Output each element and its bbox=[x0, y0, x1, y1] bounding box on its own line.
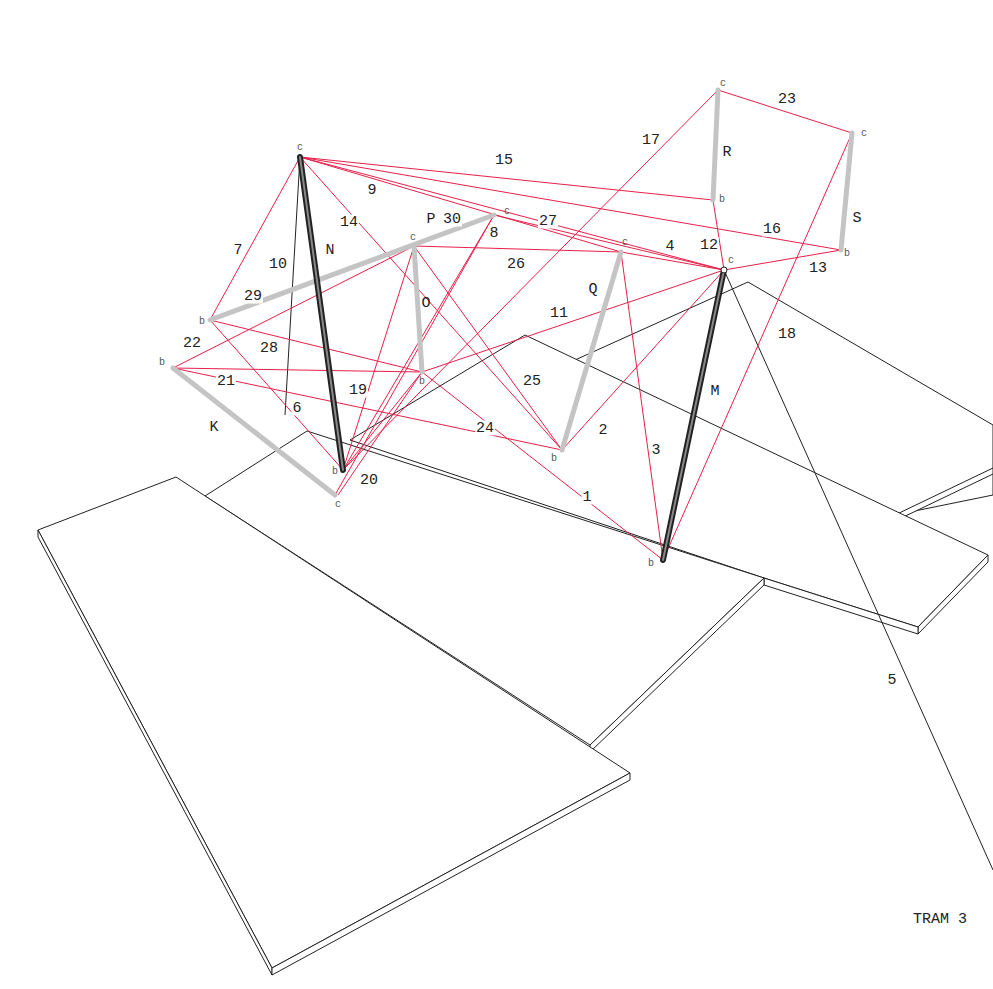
joint-letter: c bbox=[503, 207, 511, 217]
joint-letter: c bbox=[719, 79, 727, 89]
cable-number: 24 bbox=[475, 421, 495, 436]
cable-number: 16 bbox=[762, 222, 782, 237]
cable-number: 20 bbox=[359, 473, 379, 488]
cable-number: 1 bbox=[581, 490, 592, 505]
joint-letter: b bbox=[331, 467, 339, 477]
cable-number: 19 bbox=[348, 383, 368, 398]
strut-letter: K bbox=[208, 420, 219, 435]
strut-letter: P bbox=[425, 212, 436, 227]
strut-letter: N bbox=[324, 243, 335, 258]
cable-number: 10 bbox=[268, 257, 288, 272]
strut-letter: R bbox=[721, 145, 732, 160]
cable-number: 11 bbox=[549, 306, 569, 321]
cable-number: 30 bbox=[442, 212, 462, 227]
cable-number: 14 bbox=[339, 215, 359, 230]
joint-letter: b bbox=[418, 377, 426, 387]
cable-number: 23 bbox=[777, 92, 797, 107]
cable-number: 2 bbox=[597, 423, 608, 438]
cable-number: 21 bbox=[216, 374, 236, 389]
joint-letter: c bbox=[296, 143, 304, 153]
sheet-title: TRAM 3 bbox=[912, 912, 968, 927]
joint-letter: c bbox=[621, 238, 629, 248]
cable-number: 26 bbox=[506, 257, 526, 272]
cable-number: 7 bbox=[232, 243, 243, 258]
joint-letter: b bbox=[158, 358, 166, 368]
joint-letter: c bbox=[409, 233, 417, 243]
cable-number: 22 bbox=[182, 336, 202, 351]
joint-letter: b bbox=[843, 249, 851, 259]
cable-number: 17 bbox=[641, 133, 661, 148]
cable-number: 3 bbox=[650, 443, 661, 458]
joint-letter: b bbox=[718, 195, 726, 205]
cable-number: 13 bbox=[808, 261, 828, 276]
strut-letter: O bbox=[420, 296, 431, 311]
cable-number: 4 bbox=[664, 239, 675, 254]
cable-number: 25 bbox=[522, 374, 542, 389]
cable-number: 28 bbox=[259, 341, 279, 356]
cable-number: 18 bbox=[777, 327, 797, 342]
cable-number: 29 bbox=[243, 289, 263, 304]
cable-number: 27 bbox=[538, 214, 558, 229]
cable-number: 6 bbox=[291, 401, 302, 416]
strut-letter: Q bbox=[587, 282, 598, 297]
joint-letter: b bbox=[198, 317, 206, 327]
cable-number: 15 bbox=[494, 153, 514, 168]
cable-number: 8 bbox=[488, 226, 499, 241]
joint-letter: c bbox=[334, 500, 342, 510]
cable-number: 12 bbox=[699, 238, 719, 253]
joint-letter: b bbox=[647, 559, 655, 569]
strut-letter: M bbox=[709, 384, 720, 399]
joint-letter: b bbox=[550, 454, 558, 464]
strut-letter: S bbox=[851, 211, 862, 226]
joint-letter: c bbox=[860, 129, 868, 139]
cable-number: 5 bbox=[886, 673, 897, 688]
cable-number: 9 bbox=[366, 183, 377, 198]
joint-letter: c bbox=[727, 256, 735, 266]
